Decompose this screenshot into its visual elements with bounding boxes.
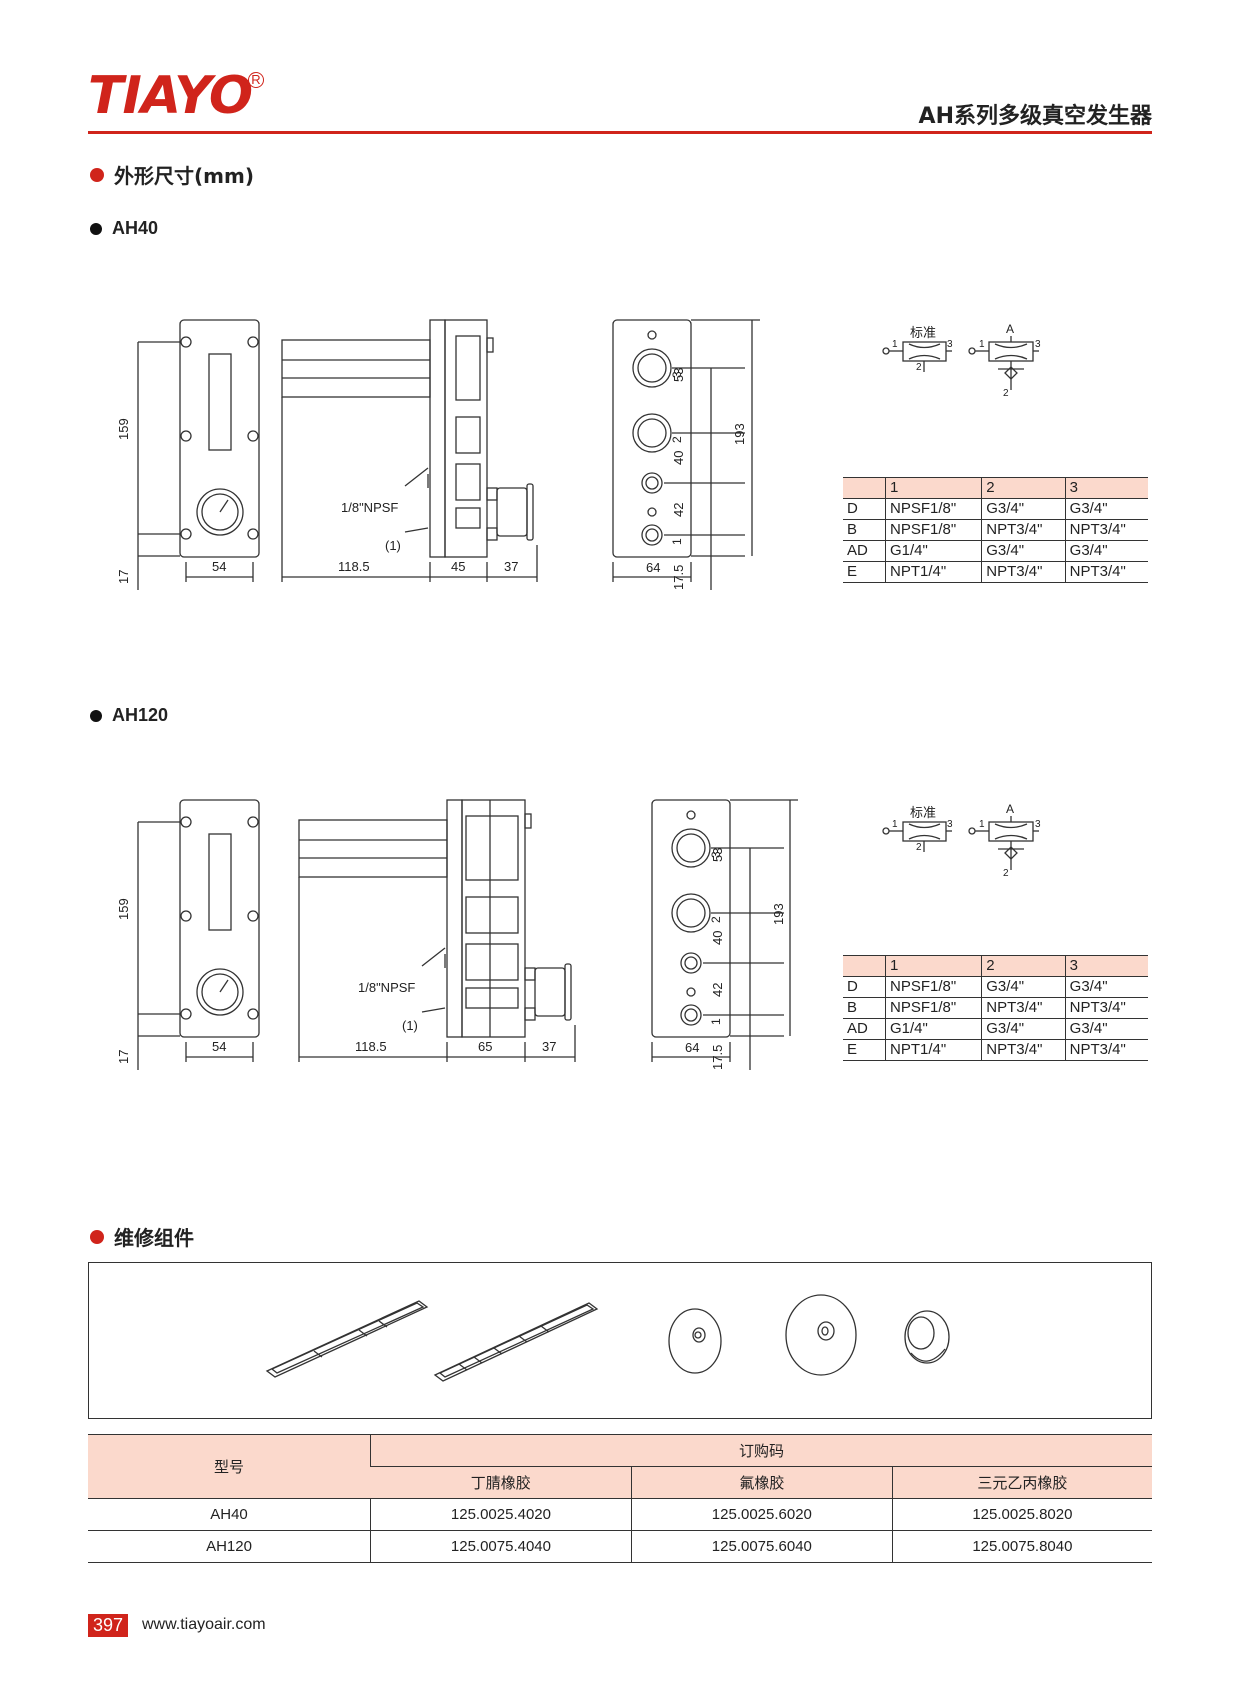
- page-number: 397: [88, 1614, 129, 1637]
- dim-118-5: 118.5: [338, 559, 370, 574]
- symbol-port-2: 2: [916, 842, 922, 853]
- model-name: AH40: [112, 218, 159, 238]
- symbol-port-1: 1: [892, 339, 898, 350]
- dim-193: 193: [732, 423, 747, 445]
- header-divider: [88, 131, 1152, 134]
- symbol-port-3: 3: [947, 339, 953, 350]
- kits-heading-text: 维修组件: [114, 1226, 194, 1250]
- dim-53: 53: [710, 848, 725, 862]
- port-1-label: 1: [709, 1018, 723, 1025]
- ah40-dimension-drawing: 159 17 54 118.5 45 37 1/8"NPSF (1) 64 53…: [116, 319, 1041, 590]
- dim-17-5: 17.5: [671, 565, 686, 590]
- model-column-header: 型号: [88, 1434, 371, 1499]
- dim-193: 193: [771, 903, 786, 925]
- symbol-port-2: 2: [916, 362, 922, 373]
- dimensions-heading: 外形尺寸(mm): [90, 160, 254, 189]
- symbol-a-label: A: [1006, 802, 1014, 816]
- dim-37: 37: [542, 1039, 556, 1054]
- material-epdm-header: 三元乙丙橡胶: [891, 1466, 1152, 1499]
- dim-159: 159: [116, 898, 131, 920]
- table-row: AH120 125.0075.4040 125.0075.6040 125.00…: [88, 1530, 1152, 1563]
- suction-disc-small-icon: [668, 1308, 722, 1374]
- model-heading-ah40: AH40: [90, 218, 158, 239]
- dim-54: 54: [212, 559, 226, 574]
- repair-kit-illustration-box: [88, 1262, 1152, 1419]
- table-row: 丁腈橡胶 氟橡胶 三元乙丙橡胶: [88, 1466, 1152, 1499]
- dim-118-5: 118.5: [355, 1039, 387, 1054]
- website-link[interactable]: www.tiayoair.com: [142, 1616, 266, 1633]
- dim-42: 42: [710, 983, 725, 997]
- symbol-a-port-3: 3: [1035, 819, 1041, 830]
- dim-64: 64: [685, 1040, 699, 1055]
- dim-64: 64: [646, 560, 660, 575]
- repair-kit-parts-illustration: [265, 1294, 950, 1382]
- dim-40: 40: [671, 451, 686, 465]
- bullet-icon: [90, 222, 102, 235]
- bullet-icon: [90, 709, 102, 722]
- dim-54: 54: [212, 1039, 226, 1054]
- material-nbr-header: 丁腈橡胶: [370, 1466, 632, 1499]
- symbol-standard-label: 标准: [910, 325, 936, 340]
- gasket-plate-icon: [433, 1302, 599, 1382]
- symbol-a-port-2: 2: [1003, 388, 1009, 399]
- port-3-label: 3: [709, 851, 723, 858]
- port-3-label: 3: [670, 371, 684, 378]
- symbol-a-label: A: [1006, 322, 1014, 336]
- port-2-label: 2: [670, 436, 684, 443]
- bullet-icon: [90, 167, 104, 182]
- symbol-port-1: 1: [892, 819, 898, 830]
- label-npsf: 1/8"NPSF: [358, 980, 415, 995]
- table-row: 1 2 3: [843, 955, 1148, 977]
- kits-heading: 维修组件: [90, 1222, 194, 1251]
- label-callout-1: (1): [385, 538, 401, 553]
- brand-logo: TIAYO: [88, 66, 253, 126]
- symbol-a-port-1: 1: [979, 819, 985, 830]
- port-2-label: 2: [709, 916, 723, 923]
- order-code-table: 型号 订购码 丁腈橡胶 氟橡胶 三元乙丙橡胶 AH40 125.0025.402…: [88, 1434, 1152, 1563]
- symbol-port-3: 3: [947, 819, 953, 830]
- table-row: 型号 订购码: [88, 1434, 1152, 1499]
- gasket-plate-icon: [265, 1300, 429, 1378]
- dim-17: 17: [116, 1050, 131, 1064]
- dimensions-heading-text: 外形尺寸(mm): [114, 164, 254, 188]
- symbol-a-port-3: 3: [1035, 339, 1041, 350]
- table-row: AH40 125.0025.4020 125.0025.6020 125.002…: [88, 1498, 1152, 1531]
- valve-plug-icon: [904, 1310, 950, 1364]
- dim-37: 37: [504, 559, 518, 574]
- bullet-icon: [90, 1229, 104, 1244]
- symbol-a-port-2: 2: [1003, 868, 1009, 879]
- order-code-header: 订购码: [370, 1434, 1152, 1467]
- dim-40: 40: [710, 931, 725, 945]
- symbol-standard-label: 标准: [910, 805, 936, 820]
- dim-17-5: 17.5: [710, 1045, 725, 1070]
- model-heading-ah120: AH120: [90, 705, 168, 726]
- dim-42: 42: [671, 503, 686, 517]
- registered-mark: R: [248, 72, 264, 88]
- ah120-dimension-drawing: 159 17 54 118.5 65 37 1/8"NPSF (1) 64 53…: [116, 799, 1041, 1070]
- port-1-label: 1: [670, 538, 684, 545]
- symbol-a-port-1: 1: [979, 339, 985, 350]
- label-npsf: 1/8"NPSF: [341, 500, 398, 515]
- suction-disc-large-icon: [785, 1294, 857, 1376]
- label-callout-1: (1): [402, 1018, 418, 1033]
- dim-17: 17: [116, 570, 131, 584]
- series-title: AH系列多级真空发生器: [918, 104, 1152, 129]
- dim-body-width: 65: [478, 1039, 492, 1054]
- material-fkm-header: 氟橡胶: [630, 1466, 893, 1499]
- model-name: AH120: [112, 705, 169, 725]
- table-row: 1 2 3: [843, 477, 1148, 499]
- dim-159: 159: [116, 418, 131, 440]
- dim-body-width: 45: [451, 559, 465, 574]
- dim-53: 53: [671, 368, 686, 382]
